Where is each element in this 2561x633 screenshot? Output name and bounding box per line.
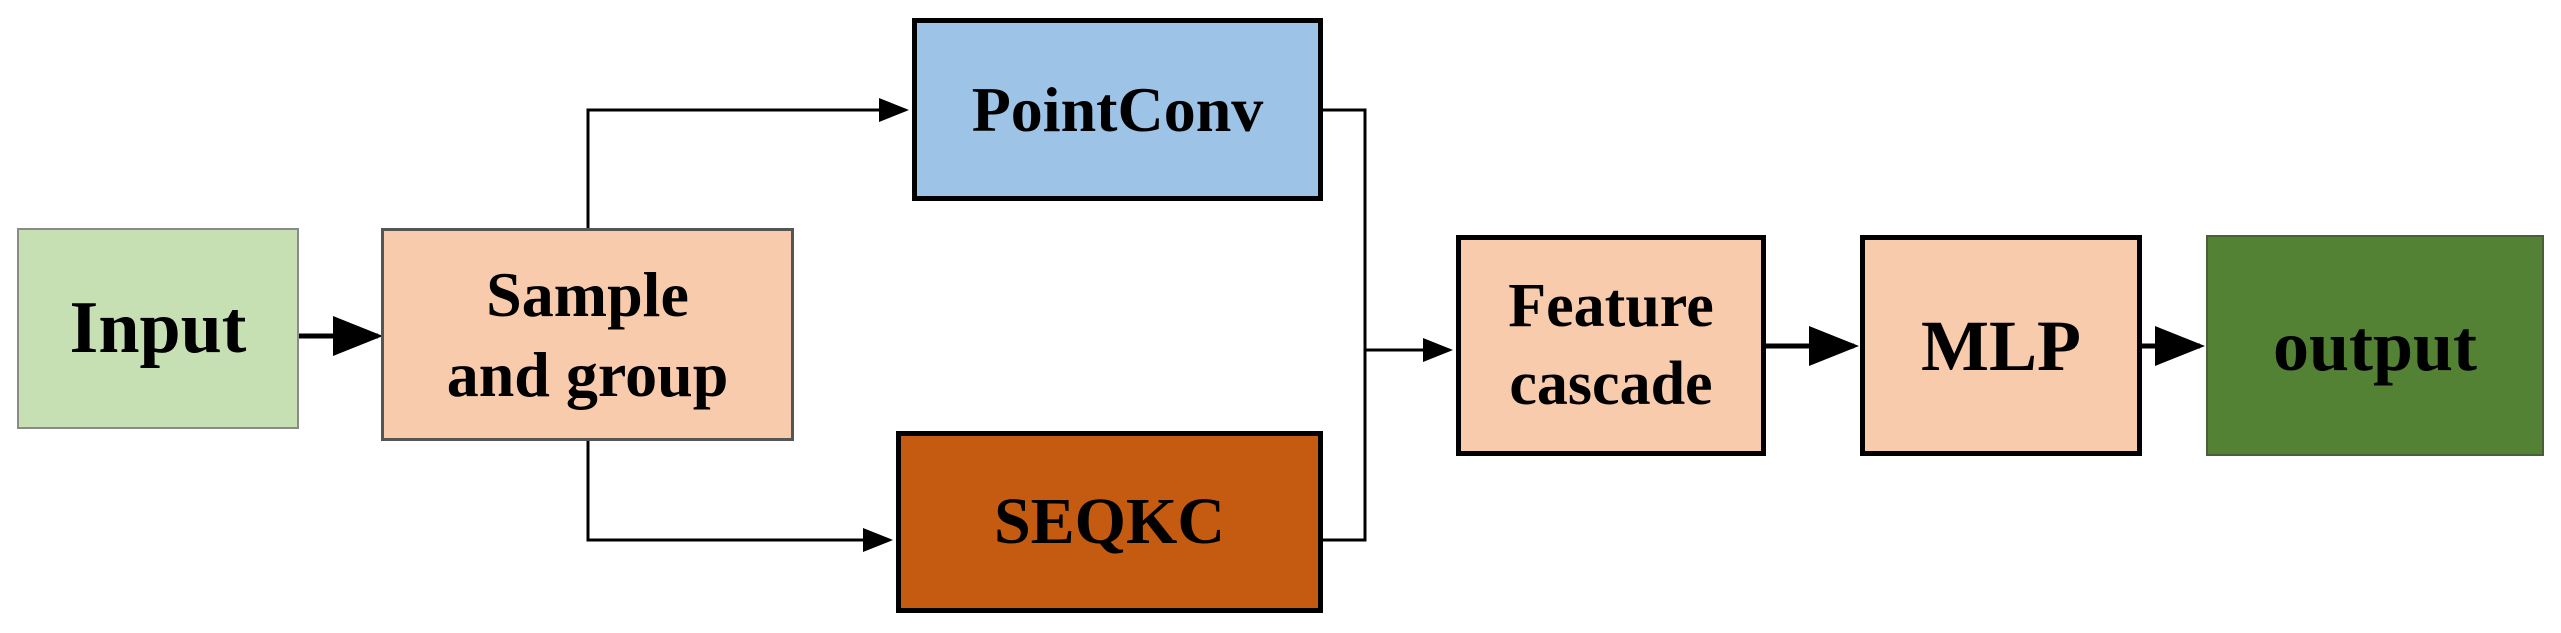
seqkc-label: SEQKC [993,484,1226,558]
output-label: output [2272,305,2478,386]
feature-cascade-label: Feature cascade [1508,272,1714,418]
pointconv-label: PointConv [971,73,1264,145]
output-node: output [2206,235,2544,456]
mlp-node: MLP [1860,235,2142,456]
sample-and-group-node: Sample and group [381,228,794,441]
input-node: Input [17,228,299,429]
edge-sample-to-pointconv [586,98,909,228]
pointconv-node: PointConv [912,18,1323,201]
mlp-label: MLP [1921,305,2081,386]
edge-pointconv-to-merge [1323,108,1367,542]
sample-and-group-label: Sample and group [446,258,729,410]
seqkc-node: SEQKC [896,431,1323,613]
input-label: Input [69,287,247,370]
feature-cascade-node: Feature cascade [1456,235,1766,456]
edge-sample-to-seqkc [586,441,893,552]
